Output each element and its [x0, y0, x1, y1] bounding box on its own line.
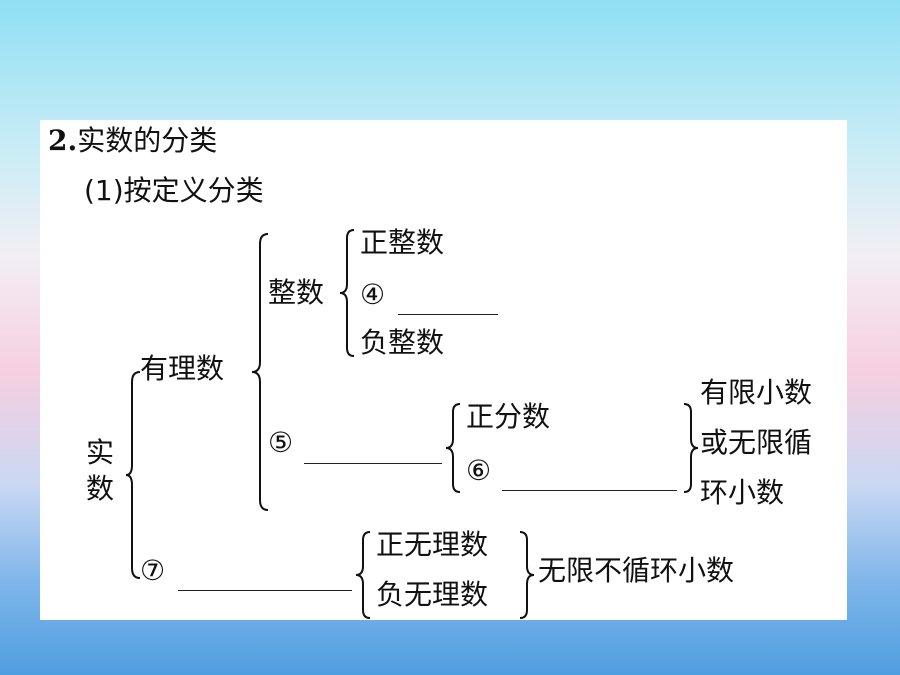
- blank-5-marker: ⑤: [268, 426, 294, 459]
- positive-integer-label: 正整数: [360, 226, 445, 259]
- root-label: 实数: [84, 435, 116, 507]
- rational-brace: [251, 233, 269, 511]
- positive-fraction-label: 正分数: [466, 400, 551, 433]
- blank-7-marker: ⑦: [140, 554, 166, 587]
- fraction-brace: [445, 403, 461, 493]
- negative-irrational-label: 负无理数: [376, 578, 489, 611]
- rational-label: 有理数: [140, 352, 225, 385]
- positive-irrational-label: 正无理数: [376, 528, 489, 561]
- blank-6-marker: ⑥: [466, 454, 492, 487]
- root-text: 实数: [85, 436, 114, 505]
- negative-integer-label: 负整数: [360, 326, 445, 359]
- fraction-note-line-1: 有限小数: [700, 376, 813, 409]
- blank-6-line[interactable]: [502, 490, 677, 491]
- section-number: 2.: [48, 124, 78, 157]
- blank-5-line[interactable]: [304, 463, 442, 464]
- fraction-note-line-3: 环小数: [700, 476, 785, 509]
- content-card: 2.实数的分类 (1)按定义分类 实数 有理数 整数 正整数 ④ 负整数 ⑤ 正…: [40, 120, 847, 620]
- section-heading: 2.实数的分类: [48, 124, 217, 158]
- fraction-note-line-2: 或无限循: [700, 426, 813, 459]
- irrational-note: 无限不循环小数: [538, 554, 735, 587]
- blank-7-line[interactable]: [178, 590, 352, 591]
- section-title: 实数的分类: [77, 124, 218, 157]
- sub-heading: (1)按定义分类: [84, 174, 264, 207]
- irrational-brace: [355, 531, 371, 619]
- blank-4-line[interactable]: [398, 314, 498, 315]
- integer-label: 整数: [268, 276, 325, 309]
- blank-4-marker: ④: [360, 278, 386, 311]
- integer-brace: [339, 229, 355, 357]
- root-brace: [125, 371, 141, 579]
- fraction-note-brace: [683, 403, 699, 493]
- irrational-note-brace: [519, 531, 535, 619]
